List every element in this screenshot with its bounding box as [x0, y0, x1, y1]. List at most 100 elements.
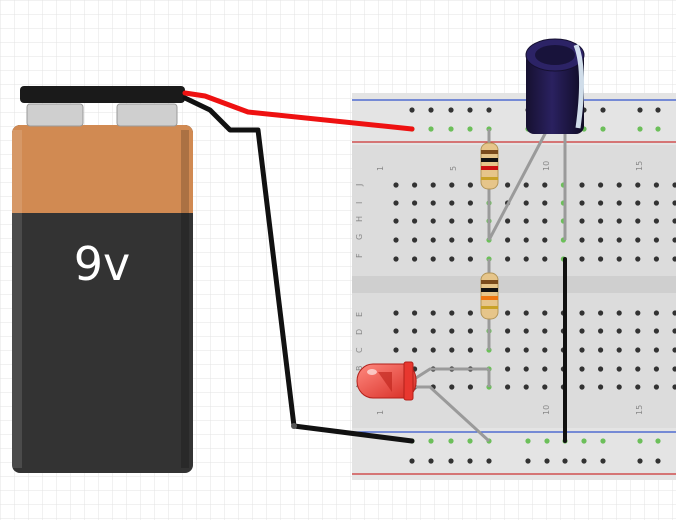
- breadboard-hole[interactable]: [579, 200, 585, 206]
- breadboard-hole[interactable]: [467, 310, 473, 316]
- breadboard-hole[interactable]: [467, 200, 473, 206]
- power-rail-hole[interactable]: [428, 107, 434, 113]
- power-rail-hole[interactable]: [448, 126, 454, 132]
- power-rail-hole[interactable]: [448, 438, 454, 444]
- breadboard-hole[interactable]: [505, 256, 511, 262]
- breadboard-hole[interactable]: [523, 218, 529, 224]
- breadboard-hole[interactable]: [616, 366, 622, 372]
- breadboard-hole[interactable]: [598, 218, 604, 224]
- breadboard-hole[interactable]: [430, 182, 436, 188]
- breadboard-hole[interactable]: [449, 347, 455, 353]
- power-rail-hole[interactable]: [544, 438, 550, 444]
- power-rail-hole[interactable]: [525, 438, 531, 444]
- breadboard-hole[interactable]: [467, 237, 473, 243]
- breadboard-hole[interactable]: [449, 328, 455, 334]
- breadboard-hole[interactable]: [449, 256, 455, 262]
- breadboard-hole[interactable]: [598, 256, 604, 262]
- breadboard-hole[interactable]: [579, 328, 585, 334]
- breadboard-hole[interactable]: [616, 328, 622, 334]
- resistor-2[interactable]: [480, 272, 499, 320]
- breadboard-hole[interactable]: [412, 200, 418, 206]
- breadboard-hole[interactable]: [653, 384, 660, 390]
- breadboard-hole[interactable]: [616, 218, 622, 224]
- breadboard-hole[interactable]: [523, 384, 529, 390]
- breadboard-hole[interactable]: [672, 256, 676, 262]
- breadboard-hole[interactable]: [542, 218, 548, 224]
- breadboard-hole[interactable]: [672, 328, 676, 334]
- breadboard-hole[interactable]: [393, 200, 399, 206]
- breadboard-hole[interactable]: [672, 310, 676, 316]
- breadboard-hole[interactable]: [653, 182, 660, 188]
- resistor-1[interactable]: [480, 142, 499, 190]
- power-rail-hole[interactable]: [637, 126, 643, 132]
- breadboard-hole[interactable]: [542, 237, 548, 243]
- power-rail-hole[interactable]: [544, 458, 550, 464]
- breadboard-hole[interactable]: [635, 218, 641, 224]
- power-rail-hole[interactable]: [600, 458, 606, 464]
- breadboard-hole[interactable]: [616, 237, 622, 243]
- breadboard-hole[interactable]: [542, 310, 548, 316]
- breadboard-hole[interactable]: [579, 347, 585, 353]
- breadboard-hole[interactable]: [672, 347, 676, 353]
- power-rail-hole[interactable]: [467, 107, 473, 113]
- power-rail-hole[interactable]: [655, 107, 661, 113]
- breadboard-hole[interactable]: [393, 218, 399, 224]
- breadboard-hole[interactable]: [505, 237, 511, 243]
- wire-positive-red[interactable]: [182, 90, 415, 132]
- breadboard-hole[interactable]: [579, 237, 585, 243]
- breadboard-hole[interactable]: [467, 328, 473, 334]
- breadboard-hole[interactable]: [653, 328, 660, 334]
- breadboard-hole[interactable]: [412, 256, 418, 262]
- breadboard-hole[interactable]: [635, 347, 641, 353]
- breadboard-hole[interactable]: [598, 237, 604, 243]
- breadboard-hole[interactable]: [653, 310, 660, 316]
- power-rail-hole[interactable]: [600, 438, 606, 444]
- breadboard-hole[interactable]: [635, 200, 641, 206]
- power-rail-hole[interactable]: [637, 458, 643, 464]
- breadboard-hole[interactable]: [467, 182, 473, 188]
- power-rail-hole[interactable]: [637, 107, 643, 113]
- breadboard-hole[interactable]: [542, 328, 548, 334]
- breadboard-hole[interactable]: [523, 310, 529, 316]
- breadboard-hole[interactable]: [598, 182, 604, 188]
- breadboard-hole[interactable]: [523, 200, 529, 206]
- power-rail-hole[interactable]: [448, 458, 454, 464]
- power-rail-hole[interactable]: [486, 458, 492, 464]
- breadboard-hole[interactable]: [579, 256, 585, 262]
- breadboard-hole[interactable]: [653, 237, 660, 243]
- breadboard-hole[interactable]: [635, 182, 641, 188]
- breadboard-hole[interactable]: [467, 384, 473, 390]
- breadboard-hole[interactable]: [430, 218, 436, 224]
- power-rail-hole[interactable]: [467, 458, 473, 464]
- breadboard-hole[interactable]: [653, 366, 660, 372]
- breadboard-hole[interactable]: [523, 182, 529, 188]
- breadboard-hole[interactable]: [430, 200, 436, 206]
- power-rail-hole[interactable]: [428, 126, 434, 132]
- breadboard-hole[interactable]: [467, 218, 473, 224]
- breadboard-hole[interactable]: [393, 256, 399, 262]
- breadboard-hole[interactable]: [616, 384, 622, 390]
- breadboard-hole[interactable]: [653, 256, 660, 262]
- breadboard-hole[interactable]: [449, 384, 455, 390]
- breadboard-hole[interactable]: [393, 237, 399, 243]
- power-rail-hole[interactable]: [525, 458, 531, 464]
- breadboard-hole[interactable]: [449, 237, 455, 243]
- power-rail-hole[interactable]: [486, 107, 492, 113]
- breadboard-hole[interactable]: [579, 384, 585, 390]
- wire-negative-black[interactable]: [182, 95, 415, 444]
- breadboard-hole[interactable]: [505, 310, 511, 316]
- breadboard-hole[interactable]: [505, 366, 511, 372]
- power-rail-hole[interactable]: [655, 126, 661, 132]
- power-rail-hole[interactable]: [581, 438, 587, 444]
- power-rail-hole[interactable]: [600, 107, 606, 113]
- breadboard-hole[interactable]: [616, 256, 622, 262]
- breadboard-hole[interactable]: [635, 328, 641, 334]
- breadboard-hole[interactable]: [542, 182, 548, 188]
- breadboard-hole[interactable]: [653, 200, 660, 206]
- breadboard-hole[interactable]: [616, 347, 622, 353]
- breadboard-hole[interactable]: [505, 384, 511, 390]
- breadboard-hole[interactable]: [598, 200, 604, 206]
- breadboard-hole[interactable]: [635, 310, 641, 316]
- breadboard-hole[interactable]: [523, 347, 529, 353]
- breadboard-hole[interactable]: [430, 328, 436, 334]
